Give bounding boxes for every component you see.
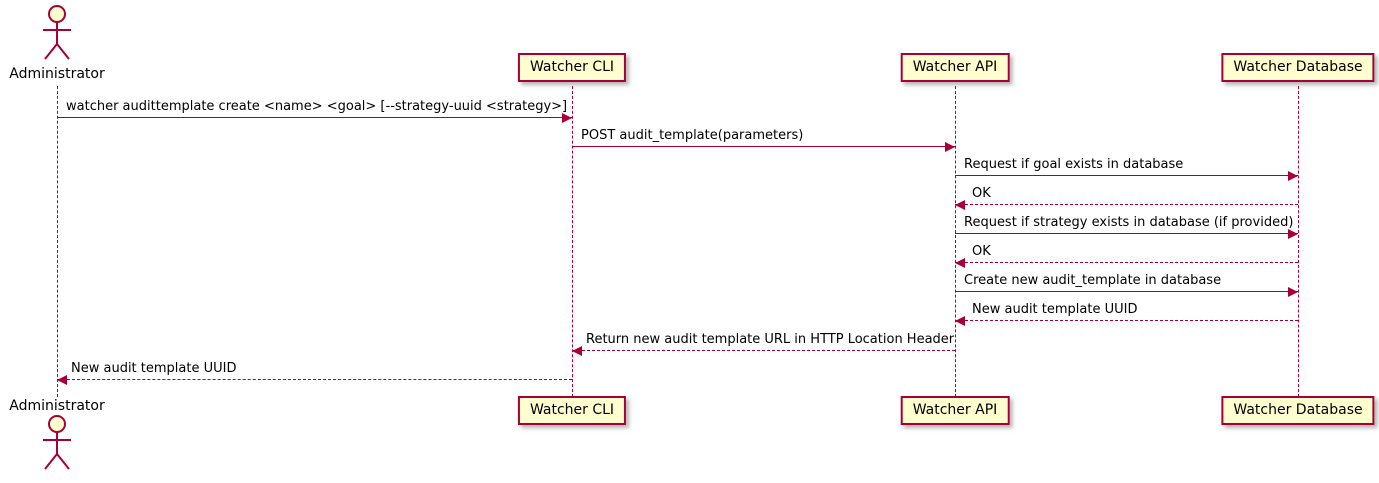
actor-icon-administrator-top <box>35 4 79 66</box>
message-ok-strategy: OK <box>955 243 1298 268</box>
message-label: OK <box>972 244 991 259</box>
arrowhead-icon <box>955 258 965 268</box>
message-post-audit-template: POST audit_template(parameters) <box>572 127 955 152</box>
message-request-goal-exists: Request if goal exists in database <box>955 156 1298 181</box>
message-create-audittemplate: watcher audittemplate create <name> <goa… <box>57 98 572 123</box>
message-new-uuid-from-db: New audit template UUID <box>955 301 1298 326</box>
actor-label-administrator-bottom: Administrator <box>9 398 105 414</box>
message-line <box>955 320 1298 321</box>
message-new-uuid-to-admin: New audit template UUID <box>57 360 572 385</box>
lifeline-watcher-cli <box>572 86 573 397</box>
participant-watcher-database-bottom: Watcher Database <box>1221 396 1375 425</box>
participant-watcher-cli-top: Watcher CLI <box>517 53 627 82</box>
message-label: OK <box>972 186 991 201</box>
arrowhead-icon <box>562 113 572 123</box>
lifeline-watcher-database <box>1298 86 1299 397</box>
message-request-strategy-exists: Request if strategy exists in database (… <box>955 214 1298 239</box>
message-label: New audit template UUID <box>972 302 1138 317</box>
message-return-url-location-header: Return new audit template URL in HTTP Lo… <box>572 331 955 356</box>
participant-watcher-api-top: Watcher API <box>900 53 1010 82</box>
lifeline-watcher-api <box>955 86 956 397</box>
message-line <box>57 379 572 380</box>
arrowhead-icon <box>57 375 67 385</box>
lifeline-administrator <box>57 86 58 397</box>
arrowhead-icon <box>955 316 965 326</box>
message-line <box>955 204 1298 205</box>
arrowhead-icon <box>1288 229 1298 239</box>
arrowhead-icon <box>955 200 965 210</box>
actor-label-administrator-top: Administrator <box>9 66 105 82</box>
arrowhead-icon <box>1288 171 1298 181</box>
arrowhead-icon <box>945 142 955 152</box>
arrowhead-icon <box>1288 287 1298 297</box>
message-label: Request if goal exists in database <box>964 157 1184 172</box>
message-line <box>955 262 1298 263</box>
message-line <box>955 233 1298 234</box>
message-line <box>57 117 572 118</box>
message-line <box>572 146 955 147</box>
message-ok-goal: OK <box>955 185 1298 210</box>
message-label: Return new audit template URL in HTTP Lo… <box>586 332 955 347</box>
actor-icon-administrator-bottom <box>35 414 79 476</box>
arrowhead-icon <box>572 346 582 356</box>
participant-watcher-database-top: Watcher Database <box>1221 53 1375 82</box>
message-line <box>955 291 1298 292</box>
message-create-audit-template-db: Create new audit_template in database <box>955 272 1298 297</box>
message-line <box>955 175 1298 176</box>
message-label: POST audit_template(parameters) <box>581 128 804 143</box>
message-label: Create new audit_template in database <box>964 273 1222 288</box>
participant-watcher-cli-bottom: Watcher CLI <box>517 396 627 425</box>
message-line <box>572 350 955 351</box>
message-label: watcher audittemplate create <name> <goa… <box>66 99 568 114</box>
message-label: New audit template UUID <box>71 361 237 376</box>
participant-watcher-api-bottom: Watcher API <box>900 396 1010 425</box>
message-label: Request if strategy exists in database (… <box>964 215 1294 230</box>
